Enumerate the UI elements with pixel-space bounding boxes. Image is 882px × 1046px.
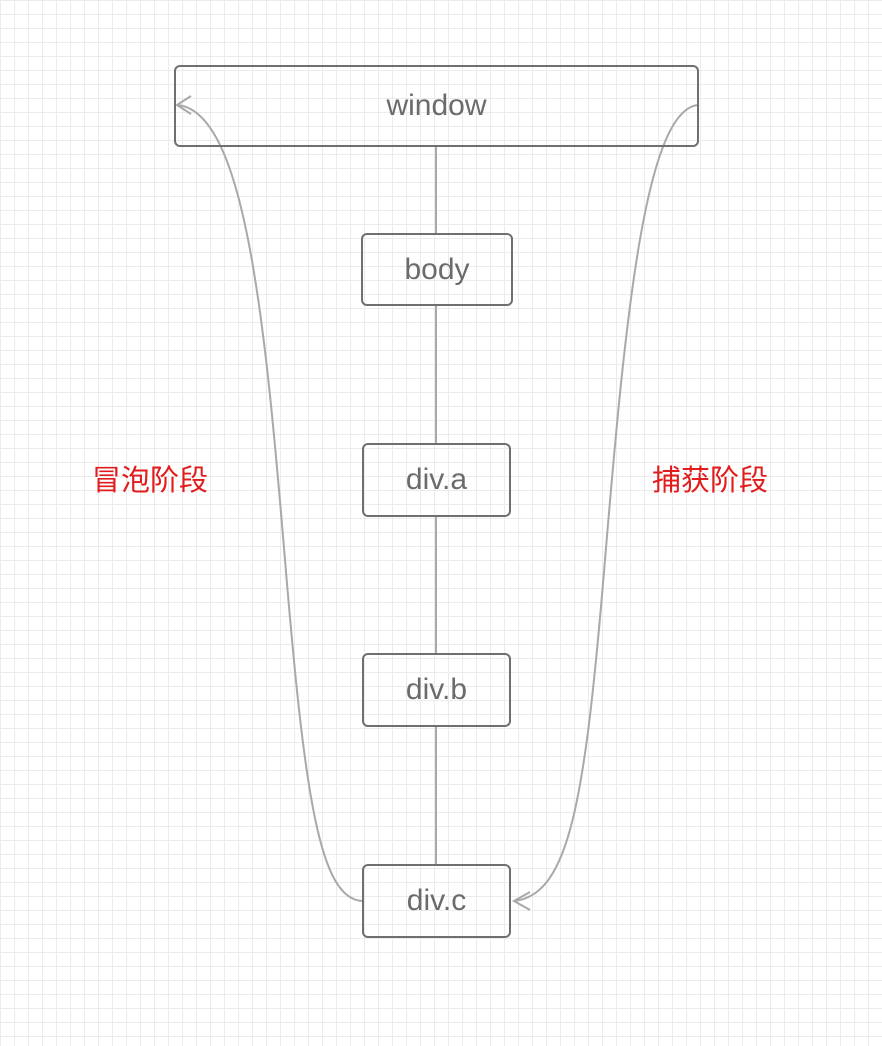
body-node-label: body — [404, 252, 470, 286]
div-c-node-label: div.c — [406, 884, 467, 917]
capturing-arrowhead-icon — [511, 891, 531, 911]
div-c-node: div.c — [362, 864, 511, 938]
bubbling-arrowhead-icon — [175, 95, 192, 115]
capturing-phase-label: 捕获阶段 — [652, 463, 769, 497]
bubbling-path — [176, 104, 364, 902]
div-a-node: div.a — [362, 443, 511, 517]
window-node: window — [174, 65, 699, 147]
capturing-path — [513, 104, 699, 902]
div-a-node-label: div.a — [405, 463, 468, 496]
div-b-node: div.b — [362, 653, 511, 727]
div-b-node-label: div.b — [405, 673, 468, 706]
window-node-label: window — [386, 89, 487, 122]
body-node: body — [361, 233, 513, 306]
bubbling-phase-label: 冒泡阶段 — [92, 463, 209, 497]
